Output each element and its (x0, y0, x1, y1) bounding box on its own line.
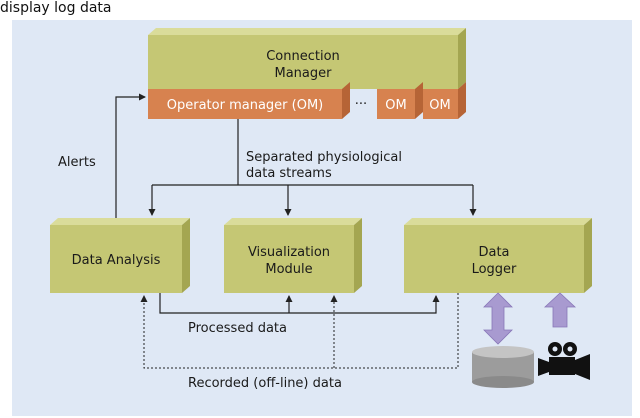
recorded-line (140, 293, 459, 369)
visualization-line2: Module (265, 262, 312, 277)
up-down-arrow-icon (483, 292, 513, 345)
processed-line (159, 293, 440, 314)
visualization-line1: Visualization (248, 245, 330, 260)
data-logger-box: Data Logger (404, 218, 592, 293)
alerts-label: Alerts (58, 155, 96, 170)
om-ellipsis: ··· (355, 97, 367, 112)
recorded-label: Recorded (off-line) data (188, 376, 342, 391)
processed-label: Processed data (188, 321, 287, 336)
video-camera-icon (538, 342, 590, 380)
data-logger-line1: Data (478, 245, 509, 260)
connection-manager-line1: Connection (266, 49, 340, 64)
data-logger-line2: Logger (472, 262, 517, 277)
streams-label-line2: data streams (246, 166, 332, 181)
alerts-arrow (115, 93, 146, 218)
data-analysis-box: Data Analysis (50, 218, 190, 293)
operator-manager-label: Operator manager (OM) (167, 98, 323, 113)
caption-text: display log data (0, 0, 112, 16)
database-icon (472, 346, 534, 388)
up-arrow-icon (543, 292, 577, 328)
connection-manager-box: Connection Manager (148, 28, 466, 89)
operator-manager-box: Operator manager (OM) (148, 82, 350, 119)
om-label-2: OM (429, 98, 450, 113)
om-box-1: OM (377, 82, 423, 119)
data-analysis-label: Data Analysis (72, 253, 161, 268)
om-label-1: OM (385, 98, 406, 113)
streams-label-line1: Separated physiological (246, 150, 402, 165)
connection-manager-line2: Manager (275, 66, 333, 81)
visualization-module-box: Visualization Module (224, 218, 362, 293)
om-box-2: OM (423, 82, 466, 119)
